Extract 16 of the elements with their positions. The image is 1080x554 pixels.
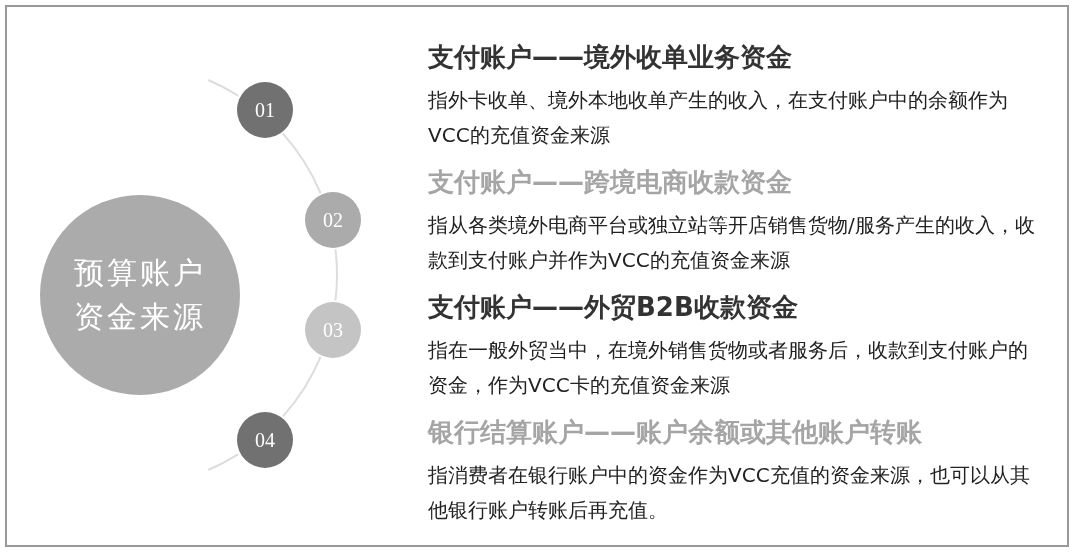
section-heading: 银行结算账户——账户余额或其他账户转账 — [428, 416, 923, 449]
section-heading: 支付账户——跨境电商收款资金 — [428, 166, 793, 199]
arc-connector — [281, 132, 322, 195]
title-circle: 预算账户资金来源 — [40, 195, 240, 395]
number-circle: 02 — [305, 192, 361, 248]
arc-connector — [281, 355, 322, 418]
description-text: 指外卡收单、境外本地收单产生的收入，在支付账户中的余额作为VCC的充值资金来源 — [428, 87, 1009, 149]
description-text: 指消费者在银行账户中的资金作为VCC充值的资金来源，也可以从其他银行账户转账后再充值。 — [428, 462, 1031, 524]
number-circle: 04 — [237, 412, 293, 468]
arc-connector — [334, 248, 338, 302]
description-text: 指在一般外贸当中，在境外销售货物或者服务后，收款到支付账户的资金，作为VCC卡的充值资金来源 — [428, 337, 1029, 399]
number-circle: 01 — [237, 82, 293, 138]
number-circle: 03 — [305, 302, 361, 358]
section-heading: 支付账户——境外收单业务资金 — [428, 41, 793, 74]
description-text: 指从各类境外电商平台或独立站等开店销售货物/服务产生的收入，收款到支付账户并作为VCC的充值资金来源 — [428, 212, 1036, 274]
section-heading: 支付账户——外贸B2B收款资金 — [428, 291, 799, 324]
